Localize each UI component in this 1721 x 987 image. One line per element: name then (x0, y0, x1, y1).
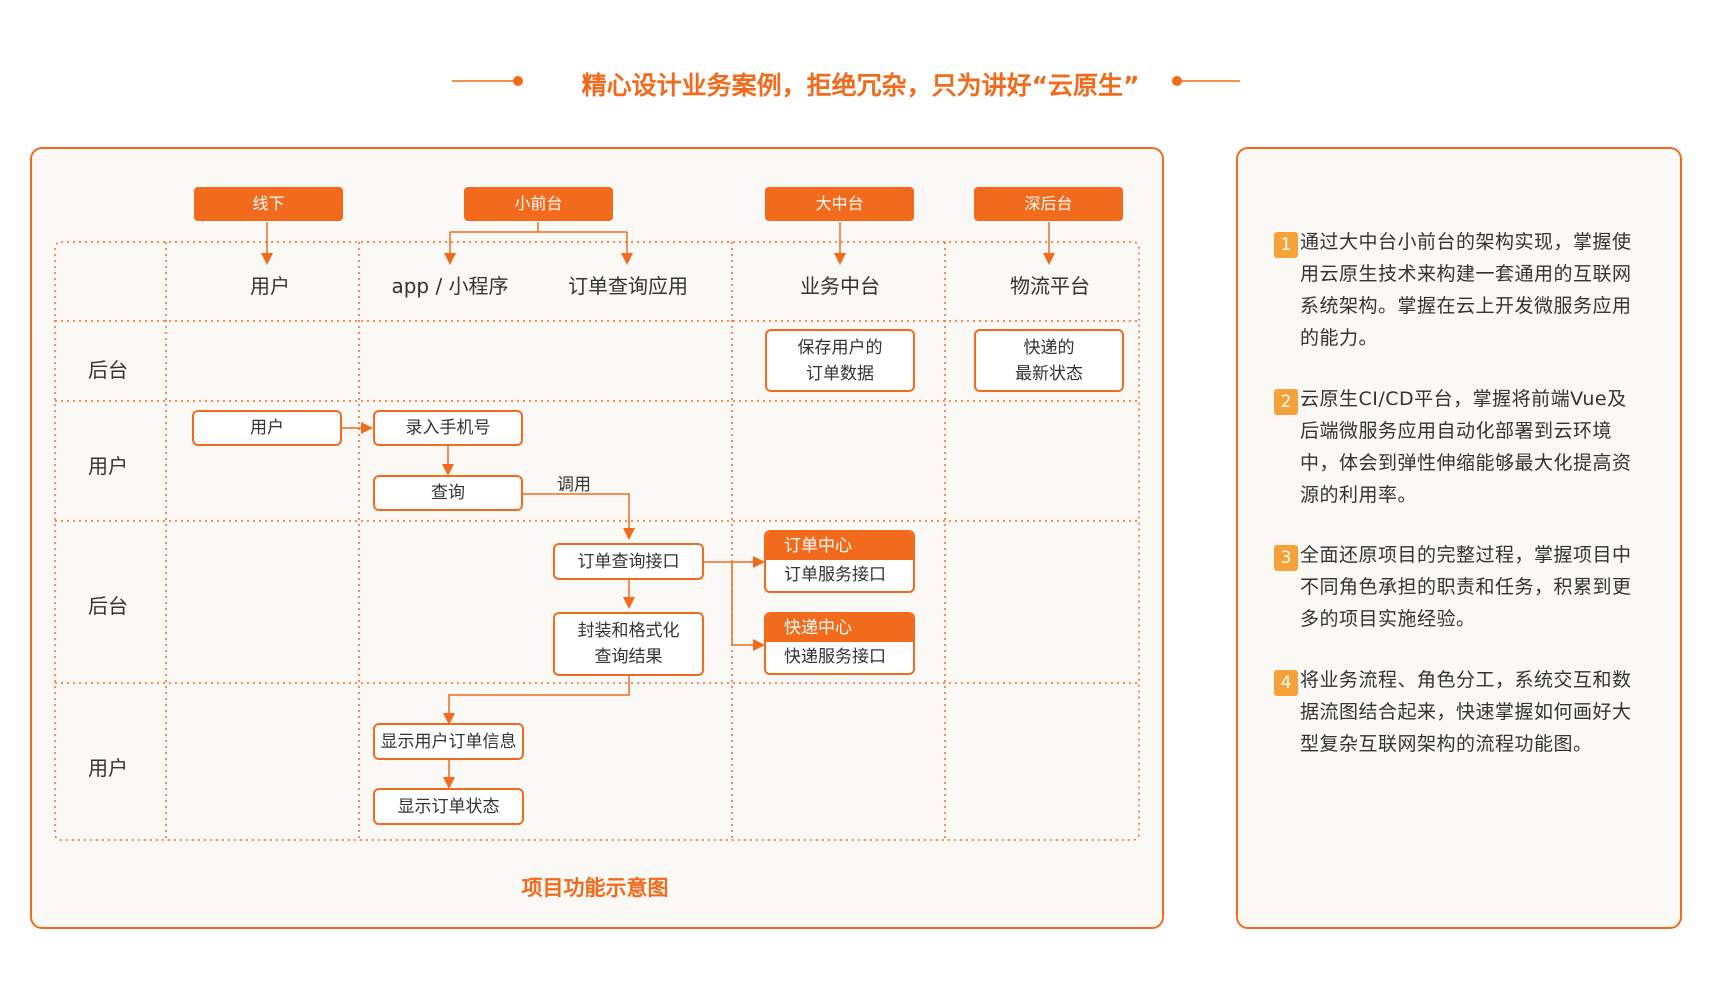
feature-4: 4 将业务流程、角色分工，系统交互和数据流图结合起来，快速掌握如何画好大型复杂互… (1274, 664, 1645, 760)
col-label-app: app / 小程序 (391, 274, 509, 298)
edge-label-call: 调用 (557, 475, 591, 495)
features-panel (1236, 147, 1682, 929)
node-order-center: 订单中心 订单服务接口 (764, 530, 915, 593)
node-order-center-api: 订单服务接口 (784, 565, 886, 585)
col-label-logistics: 物流平台 (1010, 274, 1090, 298)
node-show-order-info: 显示用户订单信息 (373, 723, 524, 760)
row-label-user-1: 用户 (88, 454, 128, 478)
node-express-center-api: 快递服务接口 (784, 647, 886, 667)
feature-4-text: 将业务流程、角色分工，系统交互和数据流图结合起来，快速掌握如何画好大型复杂互联网… (1300, 669, 1632, 755)
node-order-query-api: 订单查询接口 (553, 543, 704, 580)
node-express-center-title: 快递中心 (766, 614, 913, 642)
node-latest-express-status: 快递的 最新状态 (974, 329, 1124, 392)
title-decoration (452, 76, 1240, 86)
header-big-middle: 大中台 (765, 187, 914, 221)
node-order-center-title: 订单中心 (766, 532, 913, 560)
row-label-backend-2: 后台 (88, 594, 128, 618)
header-small-frontend: 小前台 (464, 187, 613, 221)
feature-3: 3 全面还原项目的完整过程，掌握项目中不同角色承担的职责和任务，积累到更多的项目… (1274, 539, 1645, 635)
col-label-user: 用户 (250, 274, 290, 298)
node-query: 查询 (373, 475, 523, 511)
feature-2: 2 云原生CI/CD平台，掌握将前端Vue及后端微服务应用自动化部署到云环境中，… (1274, 383, 1645, 511)
feature-1: 1 通过大中台小前台的架构实现，掌握使用云原生技术来构建一套通用的互联网系统架构… (1274, 226, 1645, 354)
diagram-caption: 项目功能示意图 (521, 876, 669, 900)
header-offline: 线下 (194, 187, 343, 221)
row-label-user-2: 用户 (88, 756, 128, 780)
page-title: 精心设计业务案例，拒绝冗杂，只为讲好“云原生” (581, 71, 1140, 100)
col-label-business-middle: 业务中台 (800, 274, 880, 298)
node-enter-phone: 录入手机号 (373, 410, 523, 446)
col-label-order-query-app: 订单查询应用 (568, 274, 688, 298)
feature-4-badge: 4 (1274, 670, 1298, 696)
node-express-center: 快递中心 快递服务接口 (764, 612, 915, 675)
node-show-order-status: 显示订单状态 (373, 788, 524, 825)
feature-3-badge: 3 (1274, 545, 1298, 571)
diagram-panel (30, 147, 1164, 929)
row-label-backend-1: 后台 (88, 358, 128, 382)
feature-3-text: 全面还原项目的完整过程，掌握项目中不同角色承担的职责和任务，积累到更多的项目实施… (1300, 544, 1632, 630)
feature-1-text: 通过大中台小前台的架构实现，掌握使用云原生技术来构建一套通用的互联网系统架构。掌… (1300, 231, 1632, 349)
node-latest-express-status-text: 快递的 最新状态 (1015, 337, 1083, 384)
header-deep-backend: 深后台 (974, 187, 1123, 221)
feature-2-text: 云原生CI/CD平台，掌握将前端Vue及后端微服务应用自动化部署到云环境中，体会… (1300, 388, 1632, 506)
feature-2-badge: 2 (1274, 389, 1298, 415)
feature-1-badge: 1 (1274, 232, 1298, 258)
node-save-order-data: 保存用户的 订单数据 (765, 329, 915, 392)
node-save-order-data-text: 保存用户的 订单数据 (797, 337, 883, 384)
node-user: 用户 (192, 410, 342, 446)
node-wrap-format-result: 封装和格式化 查询结果 (553, 612, 704, 676)
node-wrap-format-result-text: 封装和格式化 查询结果 (577, 621, 680, 667)
